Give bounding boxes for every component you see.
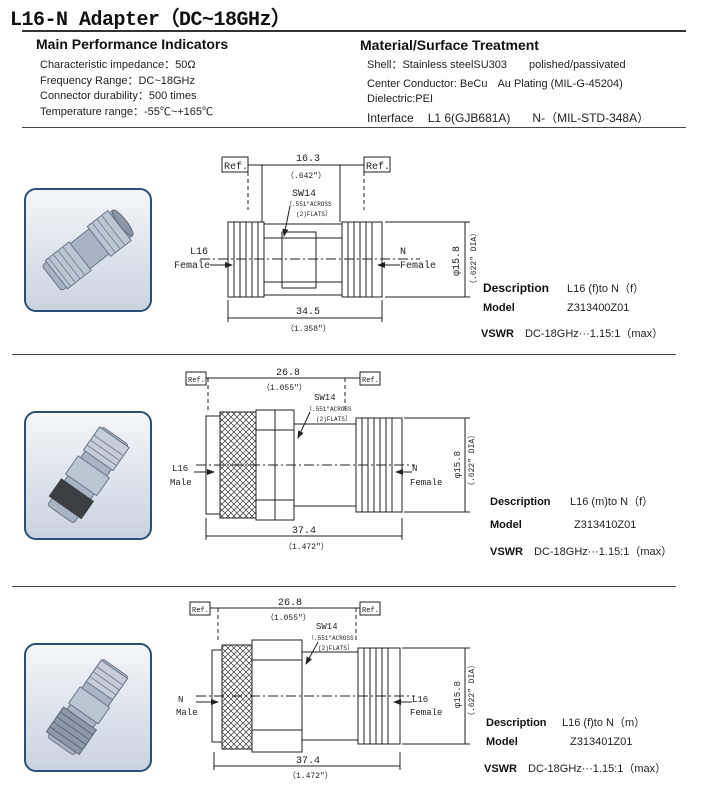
spec-divider: [22, 127, 686, 128]
vswr-label-2: VSWR: [490, 546, 523, 558]
ref-label-2a: Ref.: [188, 377, 205, 385]
drawing-2: [185, 371, 470, 540]
sw-label-2: SW14: [314, 393, 336, 403]
center-plating-text: Au Plating (MIL-G-45204): [497, 77, 623, 90]
flats-label-3: (2)FLATS］: [318, 645, 353, 652]
model-1: Z313400Z01: [567, 302, 630, 314]
right-top-3: L16: [412, 695, 428, 705]
across-label-3: （.551"ACROSS: [308, 635, 354, 642]
ref-label-1a: Ref.: [224, 161, 248, 173]
left-top-3: N: [178, 695, 183, 705]
section-divider-1: [12, 354, 676, 355]
vswr-1: DC-18GHz···1.15:1（max）: [525, 328, 664, 340]
bottom-dim-1: 34.5: [296, 307, 320, 318]
right-bottom-3: Female: [410, 708, 442, 718]
top-dim-3: 26.8: [278, 598, 302, 609]
interface-label: Interface: [367, 110, 414, 125]
material-list: Shell：Stainless steelSU303 polished/passi…: [367, 58, 649, 126]
description-label-3: Description: [486, 717, 547, 729]
dia-phi-3: φ15.8: [453, 681, 463, 708]
right-top-2: N: [412, 464, 417, 474]
top-dim-1: 16.3: [296, 154, 320, 165]
right-bottom-1: Female: [400, 260, 436, 272]
bottom-dim-2: 37.4: [292, 526, 316, 537]
temperature-text: Temperature range：-55℃~+165℃: [40, 105, 214, 118]
interface-a-text: L1 6(GJB681A): [427, 110, 511, 125]
vswr-label-1: VSWR: [481, 328, 514, 340]
impedance-text: Characteristic impedance：50Ω: [40, 59, 196, 71]
flats-label-1: (2)FLATS］: [296, 211, 331, 218]
model-label-2: Model: [490, 519, 522, 531]
description-label-2: Description: [490, 496, 551, 508]
right-bottom-2: Female: [410, 478, 442, 488]
dia-in-3: （.622" DIA）: [467, 661, 477, 720]
product-info-2: Description L16 (m)to N（f） Model Z313410Z0…: [490, 493, 672, 563]
model-2: Z313410Z01: [574, 519, 637, 531]
ref-label-3a: Ref.: [192, 607, 209, 615]
product-info-1: Description L16 (f)to N（f） Model Z313400Z0…: [483, 280, 644, 324]
durability-text: Connector durability：500 times: [40, 90, 197, 102]
model-label-3: Model: [486, 736, 518, 748]
flats-label-2: (2)FLATS］: [316, 416, 351, 423]
description-2: L16 (m)to N（f）: [570, 496, 654, 508]
top-dim-in-1: （.642"）: [286, 171, 326, 181]
left-bottom-2: Male: [170, 478, 192, 488]
across-label-1: （.551"ACROSS: [286, 201, 332, 208]
model-label-1: Model: [483, 302, 515, 314]
sw-label-1: SW14: [292, 189, 316, 200]
frequency-text: Frequency Range：DC~18GHz: [40, 74, 195, 87]
vswr-2: DC-18GHz···1.15:1（max）: [534, 546, 673, 558]
dielectric-text: Dielectric:PEI: [367, 93, 434, 105]
description-1: L16 (f)to N（f）: [567, 283, 645, 295]
description-3: L16 (f)to N（m）: [562, 717, 646, 729]
bottom-dim-3: 37.4: [296, 756, 320, 767]
vswr-row-1: VSWR DC-18GHz···1.15:1（max）: [481, 325, 663, 341]
page-title: L16-N Adapter（DC~18GHz）: [10, 9, 291, 32]
left-bottom-1: Female: [174, 260, 210, 272]
ref-label-1b: Ref.: [366, 161, 390, 173]
top-dim-in-2: （1.055"）: [262, 383, 307, 393]
across-label-2: （.551"ACROSS: [306, 406, 352, 413]
left-top-1: L16: [190, 247, 208, 258]
vswr-3: DC-18GHz···1.15:1（max）: [528, 763, 667, 775]
title-divider: [22, 30, 686, 32]
sw-label-3: SW14: [316, 622, 338, 632]
drawing-1: [200, 156, 470, 322]
top-dim-2: 26.8: [276, 368, 300, 379]
drawing-3: [189, 601, 470, 770]
top-dim-in-3: （1.055"）: [266, 613, 311, 623]
right-top-1: N: [400, 247, 406, 258]
product-info-3: Description L16 (f)to N（m） Model Z313401Z0…: [484, 714, 667, 780]
product-photo-3: [24, 643, 152, 772]
shell-finish-text: polished/passivated: [529, 59, 626, 71]
shell-text: Shell：Stainless steelSU303: [367, 59, 508, 71]
section-divider-2: [12, 586, 676, 587]
product-photo-1: [24, 188, 152, 312]
ref-label-2b: Ref.: [362, 377, 379, 385]
description-label-1: Description: [483, 281, 550, 295]
ref-label-3b: Ref.: [362, 607, 379, 615]
bottom-dim-in-2: （1.472"）: [284, 542, 329, 552]
performance-heading: Main Performance Indicators: [36, 36, 229, 52]
dia-in-2: （.622" DIA）: [467, 431, 477, 490]
performance-list: Characteristic impedance：50Ω Frequency R…: [40, 58, 213, 120]
left-top-2: L16: [172, 464, 188, 474]
left-bottom-3: Male: [176, 708, 198, 718]
interface-b-text: N-（MIL-STD-348A）: [532, 110, 650, 125]
model-3: Z313401Z01: [570, 736, 633, 748]
product-photo-2: [24, 411, 152, 540]
dia-in-1: （.622" DIA）: [469, 229, 479, 288]
dia-phi-1: φ15.8: [452, 246, 463, 276]
dia-phi-2: φ15.8: [453, 451, 463, 478]
bottom-dim-in-1: （1.358"）: [286, 324, 331, 334]
center-text: Center Conductor: BeCu: [367, 77, 488, 90]
vswr-label-3: VSWR: [484, 763, 517, 775]
material-heading: Material/Surface Treatment: [360, 37, 539, 53]
bottom-dim-in-3: （1.472"）: [288, 771, 333, 781]
